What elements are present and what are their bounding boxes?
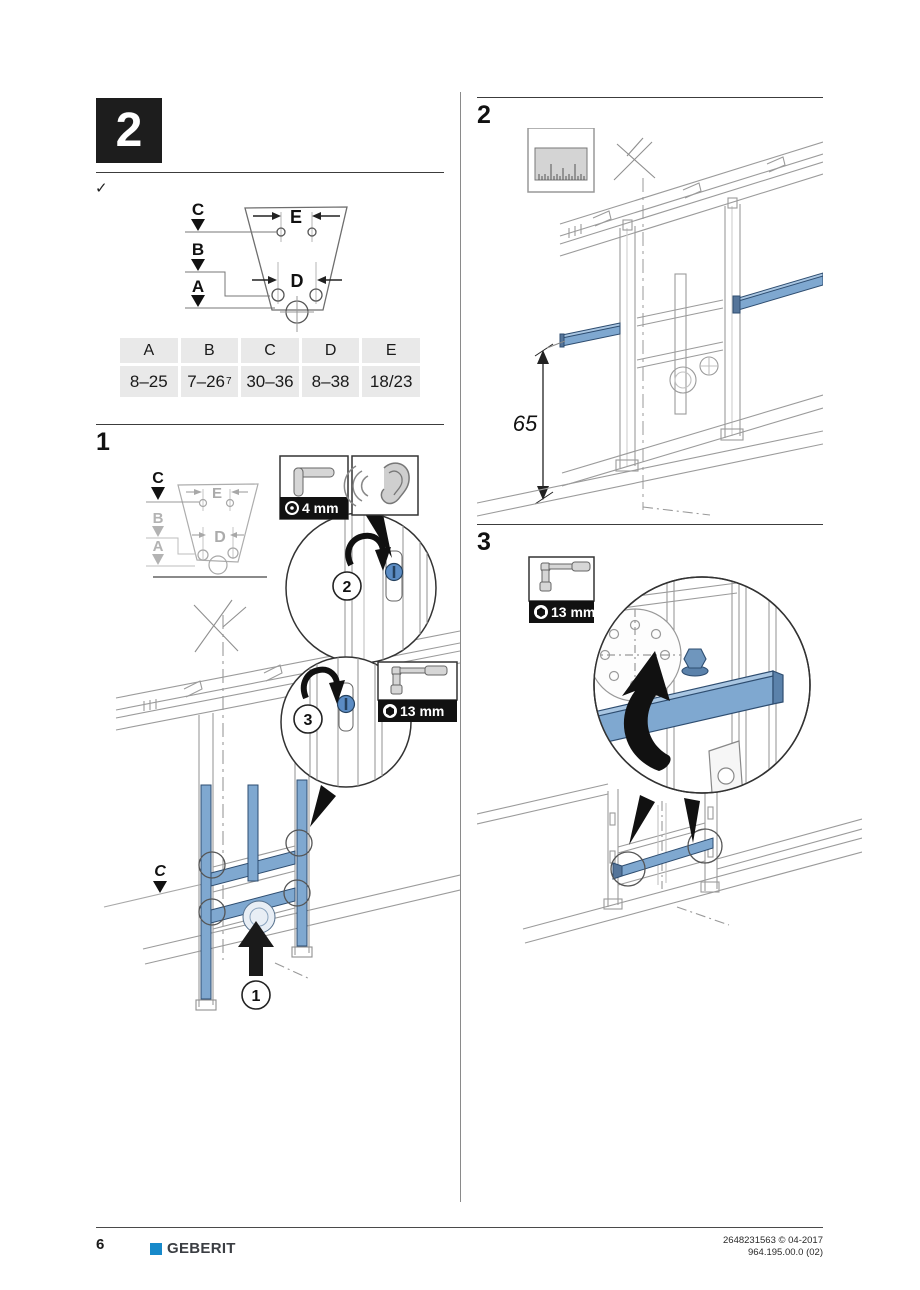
ruler-box <box>527 128 595 193</box>
table-header-d: D <box>301 338 360 363</box>
divider-top-left <box>96 172 444 173</box>
scaffold-cross <box>613 137 656 181</box>
column-divider <box>460 92 461 1202</box>
svg-text:A: A <box>153 538 164 555</box>
tool-box-allen-key: 4 mm <box>279 455 349 520</box>
svg-text:D: D <box>214 529 226 546</box>
dim-c-marker: C <box>153 863 167 893</box>
socket-wrench-icon <box>390 665 448 695</box>
divider-step1 <box>96 424 444 425</box>
svg-text:B: B <box>153 510 164 527</box>
frame-rails <box>615 197 744 472</box>
table-value-c: 30–36 <box>241 366 299 397</box>
dim-label-e: E <box>290 207 302 227</box>
callout-1: 1 <box>241 980 271 1010</box>
table-header-row: A B C D E <box>120 338 420 363</box>
chapter-number-box: 2 <box>96 98 162 163</box>
sound-waves-icon <box>343 465 369 507</box>
socket-wrench-icon <box>539 561 591 592</box>
document-info: 2648231563 © 04-2017 964.195.00.0 (02) <box>603 1235 823 1259</box>
step1-label: 1 <box>96 428 110 456</box>
dim-label-b: B <box>192 240 204 259</box>
allen-key-icon <box>293 467 335 497</box>
magnifier-circle <box>593 576 811 794</box>
up-arrow <box>238 921 274 976</box>
dimension-diagram: E D C B A <box>185 200 348 332</box>
highlight-circles <box>198 829 313 926</box>
divider-step3 <box>477 524 823 525</box>
step2-label: 2 <box>477 101 491 129</box>
tool-size-label: 4 mm <box>302 500 339 516</box>
footer-rule <box>96 1227 823 1228</box>
step2-illustration: 65 <box>477 128 823 517</box>
pointer-wedge <box>310 785 336 827</box>
support-rails-blue <box>559 272 823 348</box>
table-header-a: A <box>120 338 178 363</box>
document-copyright: 2648231563 © 04-2017 <box>723 1235 823 1246</box>
table-header-b: B <box>180 338 239 363</box>
rotate-arrow <box>622 651 671 771</box>
table-header-e: E <box>362 338 420 363</box>
table-value-d: 8–38 <box>301 366 360 397</box>
frame-blue-parts <box>200 779 308 1000</box>
dim-label-c: C <box>192 200 204 219</box>
svg-text:C: C <box>154 863 166 880</box>
geberit-logo: GEBERIT <box>150 1240 236 1257</box>
svg-text:1: 1 <box>252 988 261 1005</box>
bolt <box>681 648 709 677</box>
callout-2: 2 <box>332 571 362 601</box>
mini-dim-c: C <box>152 470 164 487</box>
chapter-number: 2 <box>115 104 143 157</box>
step3-label: 3 <box>477 528 491 556</box>
tool-box-socket-wrench: 13 mm <box>528 556 595 623</box>
highlight-circles <box>610 828 723 887</box>
step3-illustration: 13 mm <box>477 556 862 944</box>
dim-65-value: 65 <box>513 411 538 436</box>
tool-box-socket-wrench: 13 mm <box>377 661 458 722</box>
table-header-c: C <box>241 338 299 363</box>
document-article-number: 964.195.00.0 (02) <box>747 1247 823 1258</box>
ceiling-rail <box>559 141 823 257</box>
table-value-a: 8–25 <box>120 366 178 397</box>
floor-rails <box>477 394 823 517</box>
callout-3: 3 <box>293 704 323 734</box>
pointer-wedge <box>629 795 655 845</box>
divider-step2 <box>477 97 823 98</box>
svg-text:E: E <box>212 485 222 502</box>
magnifier-circle-2: 2 <box>285 512 437 664</box>
rotate-arrow <box>345 532 386 567</box>
page-number: 6 <box>96 1236 105 1253</box>
tool-size-label: 13 mm <box>400 703 444 719</box>
svg-text:2: 2 <box>343 579 352 596</box>
table-value-e: 18/23 <box>362 366 420 397</box>
svg-text:3: 3 <box>304 712 313 729</box>
rotate-arrow <box>300 666 340 700</box>
step1-illustration: E D C B A <box>103 455 460 1011</box>
mini-dimension-diagram: E D C B A <box>146 470 267 578</box>
geberit-logo-square-icon <box>150 1242 162 1255</box>
dim-label-a: A <box>192 277 204 296</box>
pointer-wedge <box>684 798 700 843</box>
geberit-logo-text: GEBERIT <box>167 1240 236 1257</box>
dim-65: 65 <box>513 340 566 505</box>
checkmark-icon: ✓ <box>95 180 108 197</box>
floor-rails <box>477 783 862 944</box>
ruler-icon <box>534 147 588 181</box>
tool-size-label: 13 mm <box>551 604 595 620</box>
dim-label-d: D <box>291 271 304 291</box>
listen-box <box>343 455 419 516</box>
ear-icon <box>380 462 410 505</box>
